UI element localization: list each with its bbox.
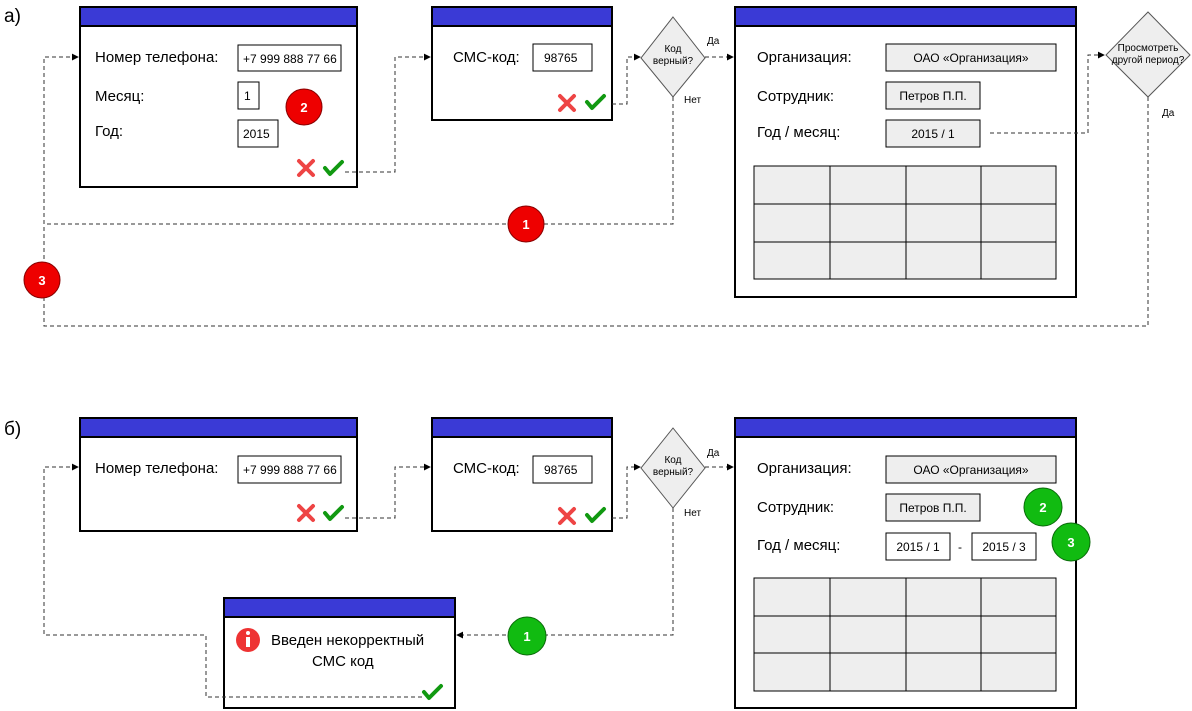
period-field[interactable]	[885, 119, 981, 148]
sms-value: 98765	[544, 463, 578, 477]
decision2-yes: Да	[1162, 108, 1175, 119]
period-from-input[interactable]	[885, 532, 951, 561]
badge-3-label: 3	[1067, 535, 1074, 550]
sms-value: 98765	[544, 51, 578, 65]
phone-input[interactable]	[237, 455, 342, 484]
decision2-line1: Просмотреть	[1118, 43, 1179, 54]
period-to-value: 2015 / 3	[982, 540, 1026, 554]
emp-field	[885, 81, 981, 110]
badge-3-a: 3	[23, 261, 61, 299]
emp-label: Сотрудник:	[757, 88, 834, 105]
login-window-b: Номер телефона: +7 999 888 77 66	[79, 417, 358, 532]
org-label: Организация:	[757, 49, 852, 66]
emp-field	[885, 493, 981, 522]
title-bar	[734, 417, 1077, 438]
org-value: ОАО «Организация»	[913, 51, 1029, 65]
title-bar	[223, 597, 456, 618]
month-value: 1	[244, 89, 251, 103]
badge-2-a: 2	[285, 88, 323, 126]
connectors-a	[43, 51, 1149, 327]
decision-other-period-a: Просмотреть другой период? Да	[1105, 11, 1191, 119]
title-bar	[734, 6, 1077, 27]
year-input[interactable]	[237, 119, 279, 148]
period-label: Год / месяц:	[757, 537, 840, 554]
title-bar	[431, 417, 613, 438]
badge-2-b: 2	[1023, 487, 1063, 527]
title-bar	[79, 6, 358, 27]
decision-line1: Код	[664, 455, 681, 466]
emp-value: Петров П.П.	[899, 501, 966, 515]
decision-no: Нет	[684, 508, 701, 519]
title-bar	[431, 6, 613, 27]
badge-1-label: 1	[522, 217, 529, 232]
decision2-line2: другой период?	[1112, 55, 1185, 66]
sms-window-b: СМС-код: 98765	[431, 417, 613, 532]
period-to-input[interactable]	[971, 532, 1037, 561]
sms-input[interactable]	[532, 43, 593, 72]
data-table	[753, 577, 1057, 692]
decision-yes: Да	[707, 36, 720, 47]
sms-input[interactable]	[532, 455, 593, 484]
badge-2-label: 2	[1039, 500, 1046, 515]
decision-yes: Да	[707, 448, 720, 459]
decision-line2: верный?	[653, 467, 694, 478]
badge-2-label: 2	[300, 100, 307, 115]
section-b-label: б)	[4, 419, 21, 440]
phone-value: +7 999 888 77 66	[243, 463, 337, 477]
badge-1-label: 1	[523, 629, 530, 644]
emp-label: Сотрудник:	[757, 499, 834, 516]
badge-1-a: 1	[507, 205, 545, 243]
org-field	[885, 43, 1057, 72]
period-label: Год / месяц:	[757, 124, 840, 141]
org-value: ОАО «Организация»	[913, 463, 1029, 477]
connectors-b	[43, 463, 734, 698]
period-from-value: 2015 / 1	[896, 540, 940, 554]
error-window-b: Введен некорректный СМС код	[223, 597, 456, 709]
sms-label: СМС-код:	[453, 49, 520, 66]
section-a-label: а)	[4, 6, 21, 27]
year-value: 2015	[243, 127, 270, 141]
result-window-b: Организация: ОАО «Организация» Сотрудник…	[734, 417, 1077, 709]
info-icon	[236, 628, 260, 652]
badge-3-b: 3	[1051, 522, 1091, 562]
decision-code-correct-b: Код верный? Да Нет	[640, 427, 720, 519]
result-window-a: Организация: ОАО «Организация» Сотрудник…	[734, 6, 1077, 298]
month-input[interactable]	[237, 81, 260, 110]
decision-no: Нет	[684, 95, 701, 106]
decision-line1: Код	[664, 44, 681, 55]
error-line1: Введен некорректный	[271, 632, 424, 649]
title-bar	[79, 417, 358, 438]
badge-1-b: 1	[507, 616, 547, 656]
data-table	[753, 165, 1057, 280]
error-line2: СМС код	[312, 653, 374, 670]
org-label: Организация:	[757, 460, 852, 477]
badge-3-label: 3	[38, 273, 45, 288]
phone-label: Номер телефона:	[95, 460, 218, 477]
decision-code-correct-a: Код верный? Да Нет	[640, 16, 720, 106]
phone-value: +7 999 888 77 66	[243, 52, 337, 66]
sms-label: СМС-код:	[453, 460, 520, 477]
year-label: Год:	[95, 123, 123, 140]
emp-value: Петров П.П.	[899, 89, 966, 103]
decision-line2: верный?	[653, 56, 694, 67]
sms-window-a: СМС-код: 98765	[431, 6, 613, 121]
period-separator: -	[958, 540, 962, 554]
month-label: Месяц:	[95, 88, 144, 105]
org-field	[885, 455, 1057, 484]
phone-label: Номер телефона:	[95, 49, 218, 66]
period-value: 2015 / 1	[911, 127, 955, 141]
phone-input[interactable]	[237, 44, 342, 72]
